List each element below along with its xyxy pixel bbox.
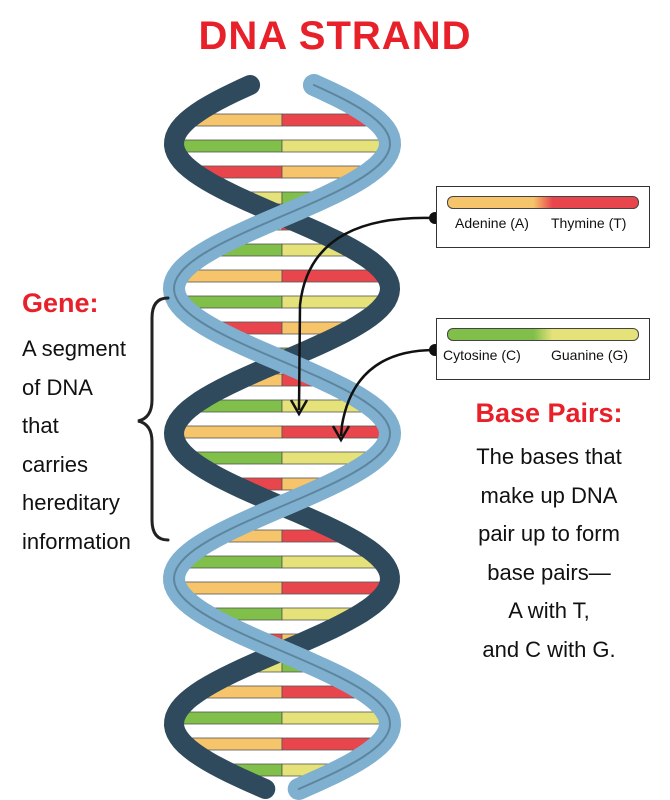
base-pairs-line: pair up to form (478, 521, 620, 546)
page-title: DNA STRAND (198, 14, 472, 58)
legend-adenine-thymine: Adenine (A) Thymine (T) (436, 186, 650, 248)
base-pairs-line: A with T, (508, 598, 590, 623)
base-pairs-line: and C with G. (482, 636, 616, 662)
backbone-strand-front-edge (172, 84, 392, 790)
base-pairs-heading: Base Pairs: (475, 398, 623, 428)
legend-label-thymine: Thymine (T) (551, 215, 627, 231)
backbone-strand-back (163, 75, 401, 799)
base-left (174, 711, 283, 725)
base-pairs-description: The bases that make up DNA pair up to fo… (438, 438, 660, 669)
gene-line: carries (22, 451, 89, 477)
gene-brace-icon (137, 296, 170, 542)
legend-bar-cg (447, 328, 639, 341)
base-right (281, 711, 390, 725)
legend-cytosine-guanine: Cytosine (C) Guanine (G) (436, 318, 650, 380)
gene-line: A segment (22, 336, 126, 361)
gene-line: of DNA (22, 374, 93, 400)
base-pairs-line: make up DNA (480, 482, 618, 508)
base-right (281, 581, 389, 595)
gene-heading: Gene: (22, 288, 99, 318)
gene-line: hereditary (22, 490, 120, 515)
base-pairs-line: base pairs— (487, 559, 611, 585)
legend-label-guanine: Guanine (G) (551, 347, 629, 363)
base-pairs-line: The bases that (476, 444, 622, 469)
base-left (173, 425, 283, 439)
legend-label-adenine: Adenine (A) (455, 215, 529, 231)
base-left (173, 139, 283, 153)
gene-description: A segment of DNA that carries hereditary… (22, 330, 172, 561)
base-right (281, 139, 391, 153)
gene-line: information (22, 528, 131, 554)
legend-label-cytosine: Cytosine (C) (443, 347, 521, 363)
gene-line: that (22, 413, 59, 438)
legend-bar-at (447, 196, 639, 209)
